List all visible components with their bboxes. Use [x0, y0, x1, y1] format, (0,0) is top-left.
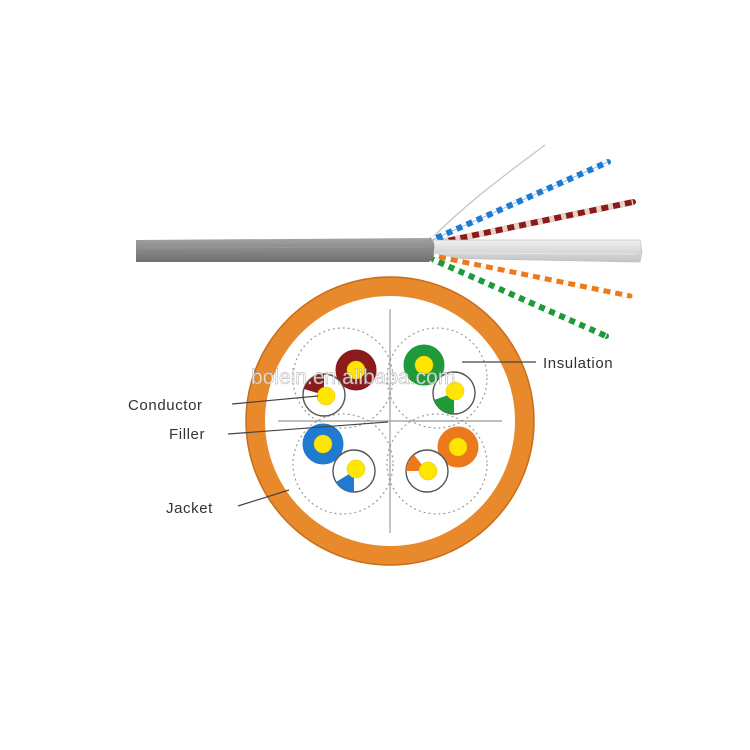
conductor-orange-stripe — [418, 461, 438, 481]
conductor-brown-solid — [346, 360, 366, 380]
leader-conductor — [231, 395, 319, 405]
pair-brown-twist — [429, 199, 636, 247]
cross-filler — [431, 239, 643, 263]
conductor-green-stripe — [445, 381, 465, 401]
conductor-green-solid — [414, 355, 434, 375]
conductor-orange-solid — [448, 437, 468, 457]
cable-side-view — [136, 144, 643, 339]
cable-sheath — [136, 238, 435, 262]
conductor-brown-stripe — [316, 386, 336, 406]
pair-blue — [301, 422, 376, 493]
label-insulation: Insulation — [543, 355, 613, 372]
filler-cross — [278, 309, 502, 533]
conductor-blue-stripe — [346, 459, 366, 479]
leader-lines — [227, 361, 536, 507]
pair-orange-twist — [431, 253, 633, 299]
conductor-blue-solid — [313, 434, 333, 454]
pair-boundaries — [292, 327, 488, 515]
watermark-text: bolein.en.alibaba.com — [251, 366, 455, 389]
leader-filler — [227, 421, 389, 435]
leader-jacket — [237, 489, 290, 507]
pair-orange — [405, 425, 480, 493]
label-jacket: Jacket — [166, 500, 213, 517]
cable-cross-section — [245, 276, 535, 566]
label-conductor: Conductor — [128, 397, 203, 414]
pair-brown — [302, 348, 378, 417]
pair-blue-twist — [429, 159, 611, 243]
ripcord — [429, 144, 546, 241]
pair-green-twist — [431, 257, 609, 339]
label-filler: Filler — [169, 426, 205, 443]
pair-green — [402, 343, 476, 415]
